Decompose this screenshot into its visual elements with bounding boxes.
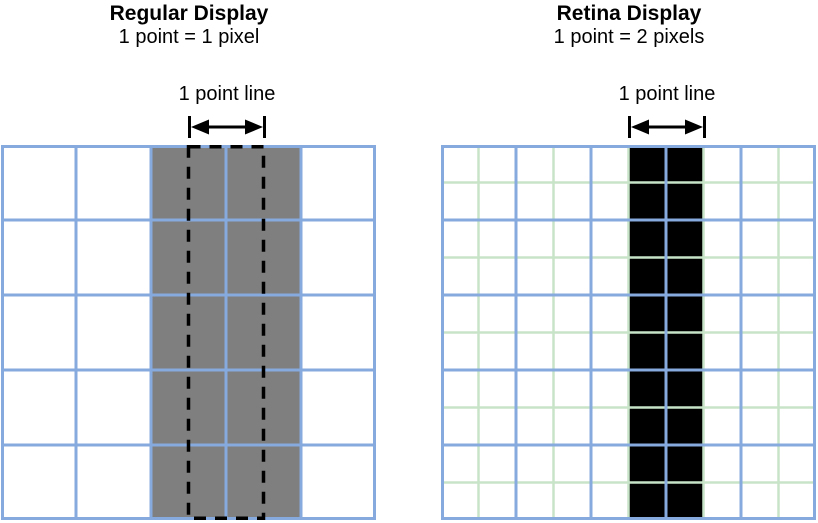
retina-pixel-grid xyxy=(441,145,816,520)
line-width-label: 1 point line xyxy=(178,83,276,105)
regular-pixel-grid xyxy=(1,145,376,520)
arrow-left-head xyxy=(191,119,209,135)
panel-title: Retina Display xyxy=(556,2,702,25)
arrow-left-head xyxy=(631,119,649,135)
panel-subtitle: 1 point = 2 pixels xyxy=(553,26,705,48)
panel-retina-display: Retina Display 1 point = 2 pixels 1 poin… xyxy=(440,0,818,523)
panel-subtitle: 1 point = 1 pixel xyxy=(118,26,260,48)
one-point-width-arrow-icon xyxy=(628,116,706,138)
panel-regular-display: Regular Display 1 point = 1 pixel 1 poin… xyxy=(0,0,378,523)
arrow-right-head xyxy=(245,119,263,135)
one-point-width-arrow-icon xyxy=(188,116,266,138)
line-width-label: 1 point line xyxy=(618,83,716,105)
arrow-right-head xyxy=(685,119,703,135)
panel-title: Regular Display xyxy=(109,2,269,25)
